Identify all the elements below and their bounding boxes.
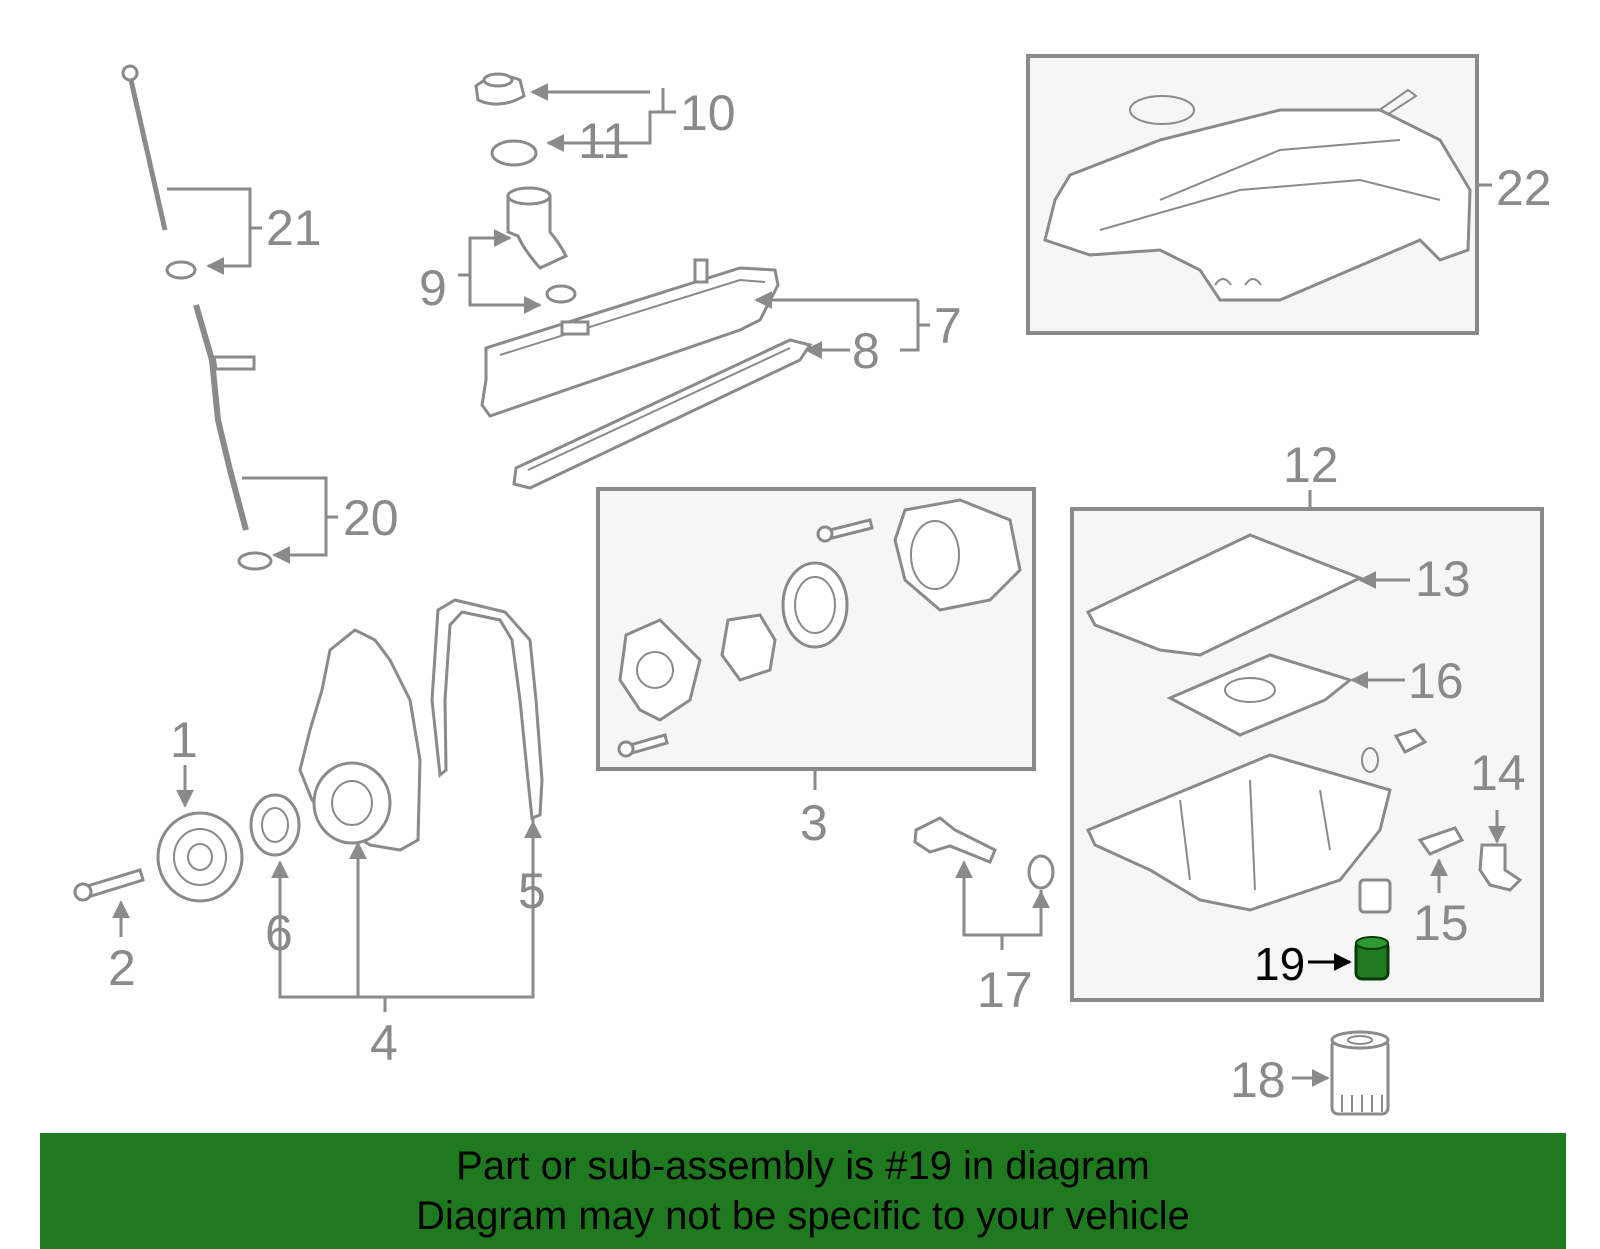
engine-cover-part bbox=[1043, 88, 1492, 302]
oil-pan-group bbox=[1085, 490, 1523, 914]
oil-drain-plug-highlighted bbox=[1308, 936, 1390, 981]
info-banner: Part or sub-assembly is #19 in diagram D… bbox=[40, 1133, 1566, 1249]
callout-10: 10 bbox=[680, 85, 736, 141]
callout-14: 14 bbox=[1470, 745, 1526, 801]
callout-7: 7 bbox=[934, 298, 962, 354]
callout-13: 13 bbox=[1415, 551, 1471, 607]
timing-cover-part bbox=[73, 598, 544, 1012]
banner-line-disclaimer: Diagram may not be specific to your vehi… bbox=[416, 1194, 1190, 1238]
oil-filter-part bbox=[1292, 1030, 1390, 1116]
callout-11: 11 bbox=[578, 113, 630, 169]
dipstick-tube-part bbox=[193, 304, 338, 571]
callout-4: 4 bbox=[370, 1015, 398, 1071]
callout-19: 19 bbox=[1254, 938, 1305, 990]
callout-17: 17 bbox=[977, 962, 1033, 1018]
oil-pump-part bbox=[617, 498, 1022, 790]
callout-5: 5 bbox=[518, 863, 546, 919]
valve-cover-part bbox=[480, 258, 930, 490]
oil-fill-cap-part bbox=[474, 72, 676, 167]
callout-20: 20 bbox=[343, 490, 399, 546]
callout-1: 1 bbox=[170, 712, 198, 768]
drain-bolt-part bbox=[913, 816, 1055, 950]
callout-8: 8 bbox=[852, 323, 880, 379]
callout-6: 6 bbox=[265, 905, 293, 961]
callout-12: 12 bbox=[1283, 437, 1339, 493]
callout-2: 2 bbox=[108, 940, 136, 996]
dipstick-part bbox=[121, 64, 262, 280]
callout-15: 15 bbox=[1413, 895, 1469, 951]
oil-fill-tube-part bbox=[458, 186, 577, 314]
callout-21: 21 bbox=[266, 200, 322, 256]
banner-line-part-number: Part or sub-assembly is #19 in diagram bbox=[456, 1144, 1150, 1188]
callout-22: 22 bbox=[1496, 160, 1552, 216]
callout-9: 9 bbox=[419, 260, 447, 316]
callout-18: 18 bbox=[1230, 1052, 1286, 1108]
callout-3: 3 bbox=[800, 795, 828, 851]
callout-16: 16 bbox=[1408, 653, 1464, 709]
